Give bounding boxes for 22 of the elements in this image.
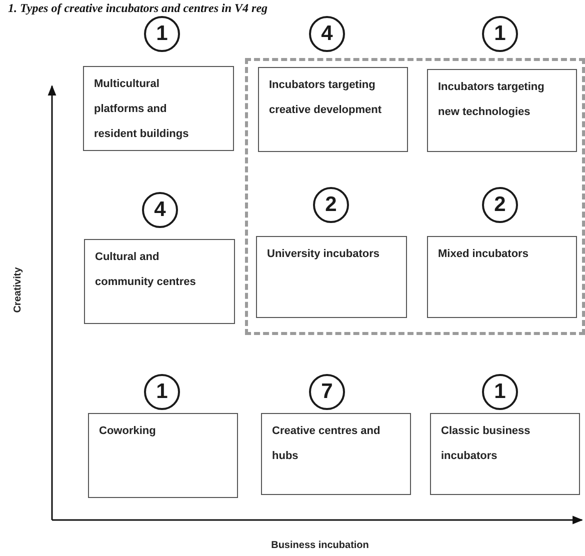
category-box: Coworking <box>88 413 238 498</box>
category-box: University incubators <box>256 236 407 318</box>
category-box: Incubators targeting creative development <box>258 67 408 152</box>
category-box: Multicultural platforms and resident buildings <box>83 66 234 151</box>
count-circle: 4 <box>142 192 178 228</box>
count-circle: 7 <box>309 374 345 410</box>
category-box: Cultural and community centres <box>84 239 235 324</box>
count-circle: 2 <box>482 187 518 223</box>
count-circle: 1 <box>144 374 180 410</box>
count-circle: 1 <box>482 374 518 410</box>
count-circle: 1 <box>144 16 180 52</box>
category-box: Mixed incubators <box>427 236 577 318</box>
axis-label: Business incubation <box>271 540 369 551</box>
axis-label: Creativity <box>12 267 24 313</box>
count-circle: 1 <box>482 16 518 52</box>
count-circle: 2 <box>313 187 349 223</box>
category-box: Classic business incubators <box>430 413 580 495</box>
figure-title: 1. Types of creative incubators and centres in V4 reg <box>8 2 268 15</box>
category-box: Incubators targeting new technologies <box>427 69 577 152</box>
category-box: Creative centres and hubs <box>261 413 411 495</box>
count-circle: 4 <box>309 16 345 52</box>
dashed-group-outline <box>245 58 585 335</box>
